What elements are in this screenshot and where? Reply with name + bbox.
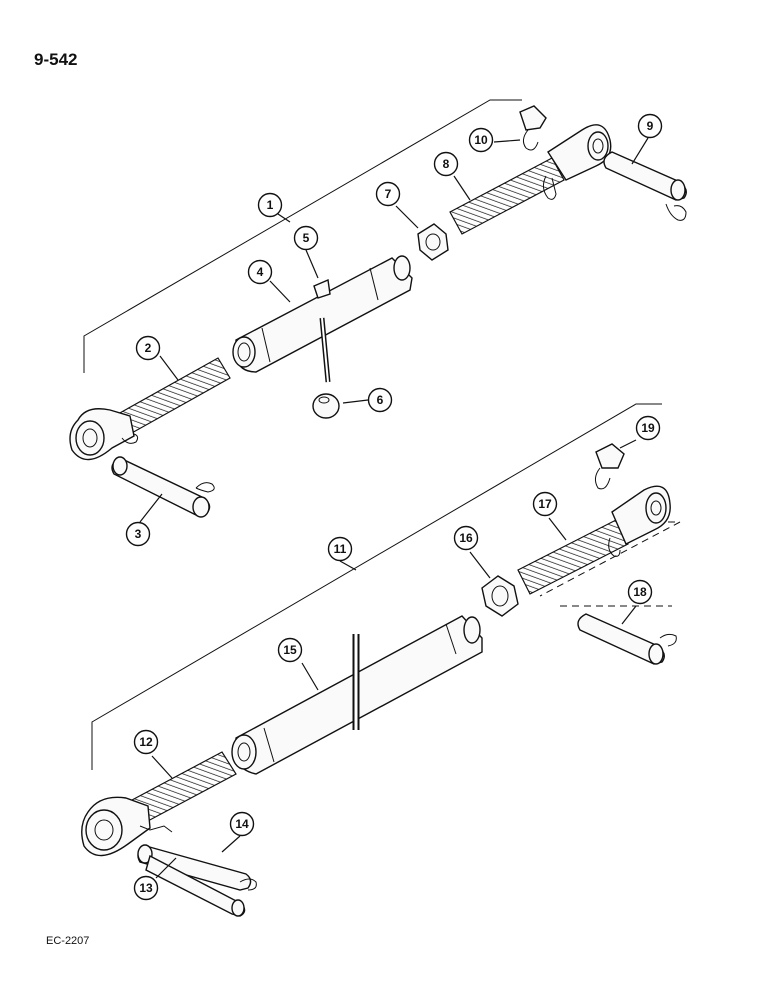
pin-right-upper <box>603 151 687 221</box>
callout-label: 17 <box>538 497 552 511</box>
lynch-clip-upper <box>519 105 547 151</box>
callout-2: 2 <box>135 335 161 361</box>
threaded-rod-right-upper <box>449 124 612 235</box>
callout-6: 6 <box>367 387 393 413</box>
callout-label: 11 <box>334 542 347 556</box>
callout-17: 17 <box>532 491 558 517</box>
callout-label: 1 <box>267 198 274 212</box>
callout-label: 14 <box>235 817 249 831</box>
callout-18: 18 <box>627 579 653 605</box>
callout-7: 7 <box>375 181 401 207</box>
callout-label: 16 <box>459 531 473 545</box>
callout-label: 2 <box>145 341 152 355</box>
callout-4: 4 <box>247 259 273 285</box>
callout-3: 3 <box>125 521 151 547</box>
wedge-upper <box>313 278 331 299</box>
callout-label: 9 <box>647 119 654 133</box>
handle-ball <box>312 393 340 419</box>
callout-label: 3 <box>135 527 142 541</box>
callout-label: 10 <box>474 133 488 147</box>
handle-upper <box>319 317 331 383</box>
callout-label: 4 <box>257 265 264 279</box>
callout-label: 18 <box>633 585 647 599</box>
pin-lower-upper <box>111 456 215 518</box>
callout-label: 7 <box>385 187 392 201</box>
pin-lower <box>137 844 257 917</box>
callout-1: 1 <box>257 192 283 218</box>
threaded-rod-right-lower <box>517 485 671 595</box>
callout-label: 15 <box>283 643 297 657</box>
callout-11: 11 <box>327 536 353 562</box>
callout-15: 15 <box>277 637 303 663</box>
callout-label: 5 <box>303 231 310 245</box>
page-number: 9-542 <box>34 50 78 69</box>
lock-nut-lower <box>481 575 519 617</box>
guide-line-lower-right <box>539 521 681 597</box>
drawing-code: EC-2207 <box>46 935 90 947</box>
callout-16: 16 <box>453 525 479 551</box>
callout-19: 19 <box>635 415 661 441</box>
callout-8: 8 <box>433 151 459 177</box>
callout-12: 12 <box>133 729 159 755</box>
callout-label: 12 <box>139 735 153 749</box>
threaded-rod-left-upper <box>69 357 231 461</box>
callout-5: 5 <box>293 225 319 251</box>
assembly-bracket-upper <box>83 99 522 373</box>
callout-14: 14 <box>229 811 255 837</box>
callout-9: 9 <box>637 113 663 139</box>
adjuster-tube-upper <box>232 255 413 373</box>
callout-label: 8 <box>443 157 450 171</box>
callout-13: 13 <box>133 875 159 901</box>
callout-label: 13 <box>139 881 153 895</box>
assembly-bracket-lower <box>91 403 662 770</box>
threaded-rod-left-lower <box>81 751 237 857</box>
lynch-clip-lower <box>594 443 625 490</box>
callout-label: 6 <box>377 393 384 407</box>
callout-10: 10 <box>468 127 494 153</box>
lock-nut-upper <box>417 223 449 261</box>
callout-label: 19 <box>641 421 655 435</box>
pin-right-lower <box>577 613 677 665</box>
